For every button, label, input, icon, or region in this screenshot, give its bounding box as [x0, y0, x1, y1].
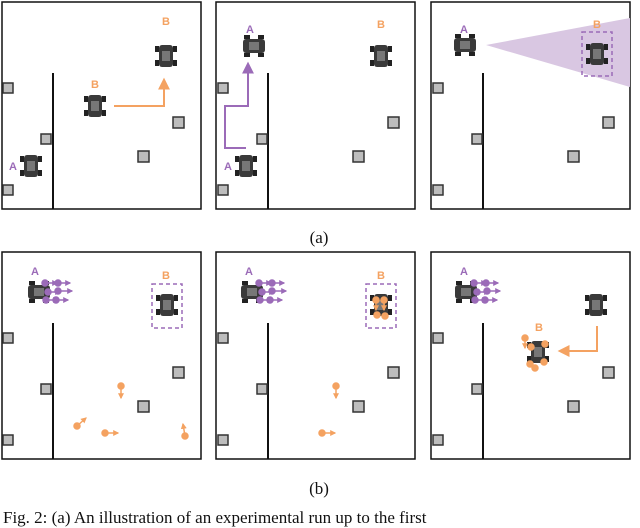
panel-b3: A B: [430, 251, 631, 460]
agent-b-label: B: [535, 322, 543, 334]
obstacle: [567, 150, 580, 163]
obstacle: [217, 184, 229, 196]
robot-b: [370, 45, 392, 67]
agent-a-label: A: [460, 266, 468, 278]
panel-a1: B B A: [1, 1, 202, 210]
particles-b: [521, 334, 549, 372]
agent-a-label: A: [9, 161, 17, 173]
agent-a-label: A: [224, 161, 232, 173]
obstacle: [40, 383, 52, 395]
obstacle: [2, 82, 14, 94]
path-arrow-b: [114, 77, 170, 107]
robot-a: [454, 34, 476, 56]
panel-a2: B A A: [215, 1, 416, 210]
panel-a3: A B: [430, 1, 631, 210]
obstacle: [172, 116, 185, 129]
obstacle: [432, 184, 444, 196]
subfigure-a-label: (a): [310, 228, 329, 247]
agent-b-label: B: [162, 270, 170, 282]
particles-a: [470, 279, 502, 304]
panel-border: [430, 1, 631, 210]
robot-b: [586, 43, 608, 65]
agent-b-label: B: [377, 19, 385, 31]
robot-b: [585, 294, 607, 316]
path-arrow-b: [557, 326, 598, 357]
obstacle: [471, 133, 483, 145]
obstacle: [387, 116, 400, 129]
agent-b-label: B: [91, 79, 99, 91]
detection-box: [151, 283, 183, 329]
obstacle: [256, 383, 268, 395]
particles-b: [318, 296, 389, 437]
panel-border: [215, 251, 416, 460]
obstacle: [137, 400, 150, 413]
agent-b-label: B: [593, 19, 601, 31]
panel-b1: A B: [1, 251, 202, 460]
particles-a: [255, 279, 288, 304]
path-arrow-a: [224, 61, 254, 149]
agent-b-label: B: [162, 16, 170, 28]
robot-a: [28, 281, 50, 303]
detection-box: [581, 31, 613, 77]
obstacle: [217, 434, 229, 446]
obstacle: [602, 116, 615, 129]
agent-a-label: A: [31, 266, 39, 278]
panel-border: [215, 1, 416, 210]
obstacle: [432, 332, 444, 344]
obstacle: [217, 82, 229, 94]
subfigure-b-label: (b): [309, 479, 329, 498]
obstacle: [567, 400, 580, 413]
obstacle: [352, 400, 365, 413]
obstacle: [471, 383, 483, 395]
panel-border: [430, 251, 631, 460]
agent-a-label: A: [246, 24, 254, 36]
robot-a: [235, 155, 257, 177]
robot-b: [156, 294, 178, 316]
obstacle: [256, 133, 268, 145]
robot-b: [155, 45, 177, 67]
robot-b: [84, 95, 106, 117]
robot-a: [243, 35, 265, 57]
panel-b2: A B: [215, 251, 416, 460]
obstacle: [432, 82, 444, 94]
particles-a: [41, 279, 74, 304]
agent-b-label: B: [377, 270, 385, 282]
obstacle: [2, 184, 14, 196]
detection-box: [365, 283, 397, 329]
obstacle: [602, 366, 615, 379]
figure-caption: Fig. 2: (a) An illustration of an experi…: [3, 508, 427, 527]
obstacle: [137, 150, 150, 163]
robot-b: [370, 294, 392, 316]
panel-border: [1, 1, 202, 210]
obstacle: [40, 133, 52, 145]
vision-cone: [486, 18, 630, 87]
obstacle: [217, 332, 229, 344]
obstacle: [2, 434, 14, 446]
agent-a-label: A: [460, 24, 468, 36]
agent-a-label: A: [245, 266, 253, 278]
obstacle: [172, 366, 185, 379]
panel-border: [1, 251, 202, 460]
obstacle: [432, 434, 444, 446]
obstacle: [2, 332, 14, 344]
particles-b: [73, 382, 189, 440]
obstacle: [387, 366, 400, 379]
obstacle: [352, 150, 365, 163]
robot-a: [20, 155, 42, 177]
